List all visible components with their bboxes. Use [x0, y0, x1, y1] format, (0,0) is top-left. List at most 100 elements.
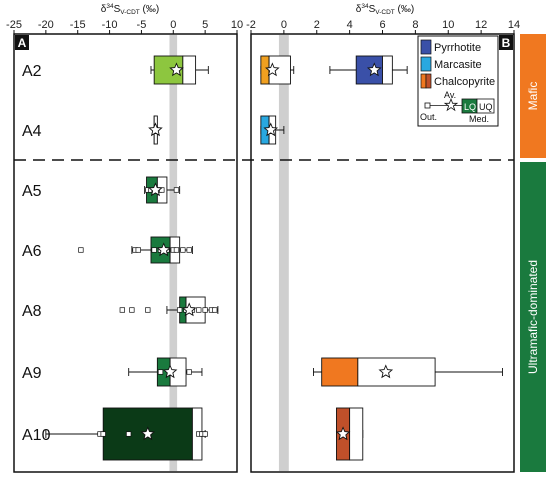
legend-key-out: Out.	[420, 112, 437, 122]
zero-bands	[169, 35, 289, 471]
box-b-a4-0	[260, 115, 285, 145]
box-upper-quartile	[349, 407, 364, 461]
tick-label: 4	[347, 19, 353, 31]
box-a-a5	[144, 176, 181, 204]
mean-star	[148, 182, 163, 197]
mean-star	[263, 122, 279, 137]
tick-label: -20	[38, 19, 54, 31]
box-b-a2-0	[260, 55, 295, 85]
tick-label: 0	[170, 19, 176, 31]
tick-label: 10	[442, 19, 454, 31]
legend-key-uq: UQ	[479, 102, 493, 112]
tick-label: 10	[231, 19, 243, 31]
panel-a-frame	[13, 33, 238, 473]
tick-label: 8	[412, 19, 418, 31]
panel-a-letter: A	[18, 36, 27, 50]
side-label-mafic: Mafic	[526, 82, 540, 111]
box-a-a2	[150, 55, 209, 85]
row-label-a4: A4	[22, 123, 42, 140]
row-label-a5: A5	[22, 183, 42, 200]
data-point	[173, 247, 180, 253]
legend-key-uq-box	[476, 98, 495, 114]
mean-star	[140, 426, 156, 441]
panel-a-boxes	[45, 55, 219, 461]
legend-label-chalcopyrite: Chalcopyrite	[434, 76, 495, 88]
mean-star	[156, 242, 172, 257]
legend-key-star	[443, 97, 459, 112]
data-point	[177, 307, 183, 313]
data-point	[126, 431, 132, 437]
tick-label: 6	[379, 19, 385, 31]
data-point	[212, 307, 218, 313]
tick-label: 5	[202, 19, 208, 31]
tick-label: 12	[475, 19, 487, 31]
data-point	[186, 247, 192, 253]
outlier-point	[135, 247, 141, 253]
data-point	[157, 369, 164, 375]
box-b-a2-1	[329, 55, 408, 85]
legend-swatch-chalcopyrite-b	[425, 73, 432, 89]
mean-star	[162, 364, 178, 379]
data-point	[180, 247, 186, 253]
panel-b-boxes	[260, 55, 503, 461]
panel-a-badge	[15, 35, 29, 50]
box-upper-quartile	[382, 55, 393, 85]
row-label-a9: A9	[22, 365, 42, 382]
mean-star	[148, 122, 163, 137]
panel-b-letter: B	[502, 36, 511, 50]
data-point	[100, 431, 106, 437]
mean-star	[181, 302, 197, 317]
panel-a-axis-title: δ34SV-CDT (‰)	[101, 3, 159, 16]
tick-label: -15	[70, 19, 86, 31]
legend-label-marcasite: Marcasite	[434, 59, 482, 71]
panel-b-zero-band	[278, 35, 289, 471]
legend-swatch-pyrrhotite	[420, 39, 432, 55]
tick-label: 2	[314, 19, 320, 31]
box-upper-quartile	[182, 55, 197, 85]
box-lower-quartile	[321, 357, 359, 387]
box-b-a9-0	[313, 357, 503, 387]
row-label-a6: A6	[22, 243, 42, 260]
panel-b-ticks: -2 0 2 4 6 8 10 12 14	[246, 19, 520, 34]
box-a-a6	[78, 236, 193, 264]
data-point	[202, 307, 208, 313]
data-point	[151, 247, 157, 253]
legend-key-med: Med.	[469, 114, 489, 124]
data-point	[173, 187, 180, 193]
outlier-point	[145, 307, 151, 313]
side-bar-mafic	[520, 34, 546, 158]
mean-star	[366, 62, 382, 77]
legend-key-outlier-marker	[424, 102, 431, 109]
row-label-a8: A8	[22, 303, 42, 320]
row-label-a10: A10	[22, 427, 51, 444]
box-upper-quartile	[357, 357, 436, 387]
legend: Pyrrhotite Marcasite Chalcopyrite Av. LQ…	[417, 35, 499, 127]
mean-star	[169, 62, 184, 77]
box-a-a8	[119, 296, 219, 324]
outlier-point	[78, 247, 84, 253]
box-a-a10	[45, 407, 208, 461]
legend-key-av: Av.	[444, 90, 456, 100]
mean-star	[378, 364, 394, 379]
legend-swatch-chalcopyrite-a	[420, 73, 427, 89]
box-a-a4	[148, 115, 163, 145]
side-bar-ultramafic	[520, 162, 546, 472]
mean-star	[265, 62, 280, 77]
tick-label: -2	[246, 19, 256, 31]
data-point	[202, 431, 208, 437]
tick-label: 14	[508, 19, 520, 31]
side-label-ultramafic: Ultramafic-dominated	[526, 260, 540, 374]
box-a-a9	[128, 357, 203, 387]
legend-swatch-marcasite	[420, 56, 432, 72]
tick-label: -10	[102, 19, 118, 31]
tick-label: 0	[281, 19, 287, 31]
tick-label: -25	[6, 19, 22, 31]
outlier-point	[119, 307, 125, 313]
row-label-a2: A2	[22, 63, 42, 80]
mean-star	[335, 426, 351, 441]
outlier-point	[129, 307, 135, 313]
data-point	[186, 369, 192, 375]
